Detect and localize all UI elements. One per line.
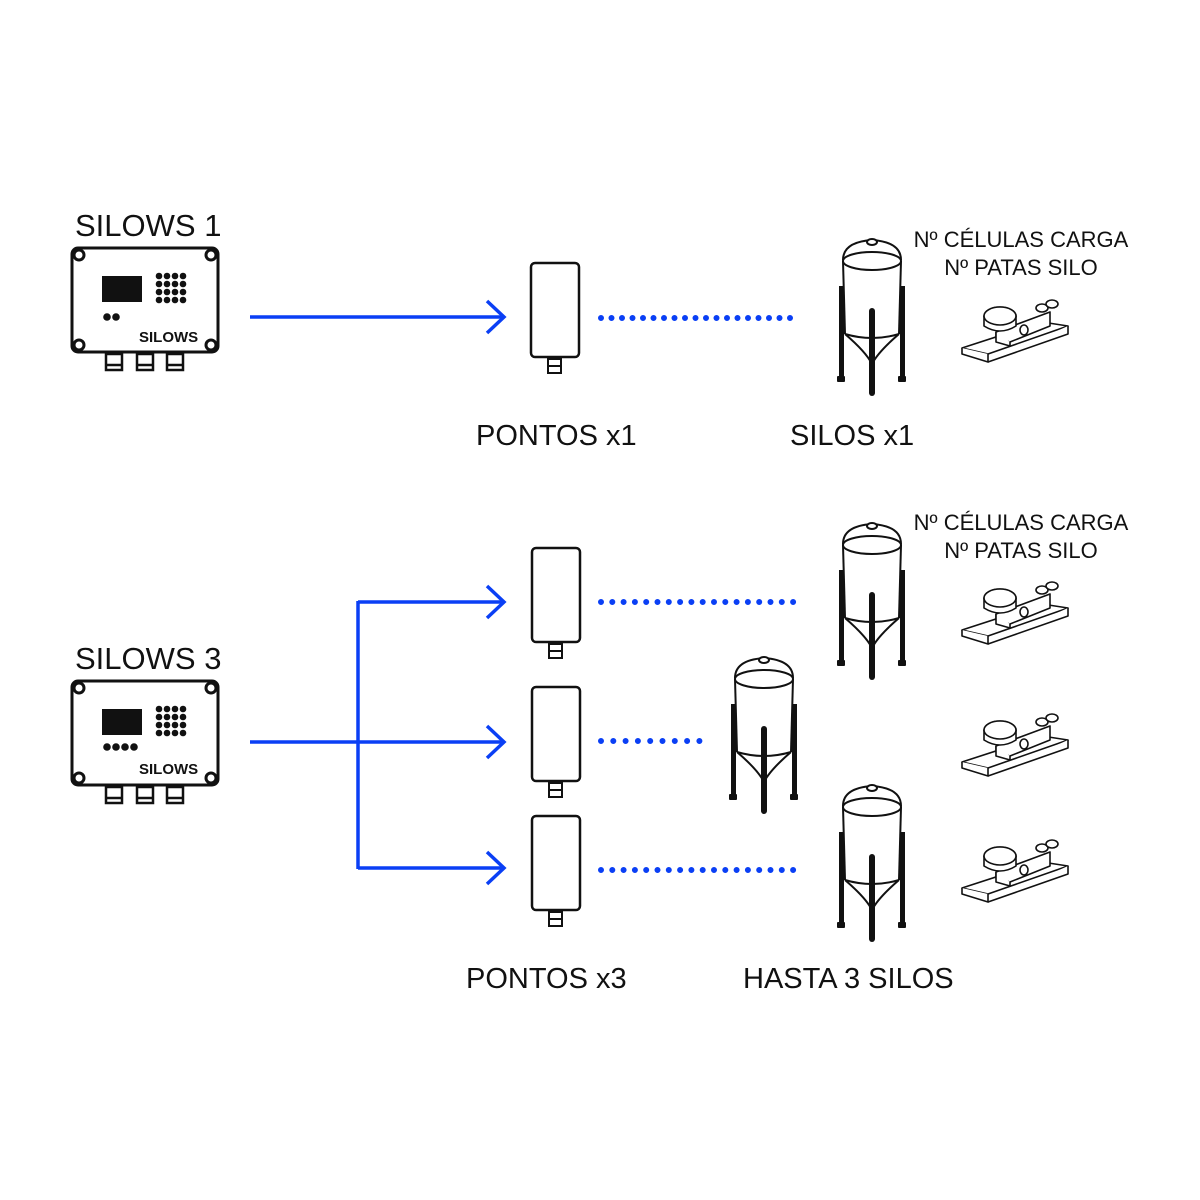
section-2 <box>70 522 1069 943</box>
led-icon <box>103 313 111 321</box>
section-1 <box>70 238 1069 397</box>
arrowhead-icon <box>485 850 507 886</box>
loadcell-note-line1: Nº CÉLULAS CARGA <box>913 510 1129 535</box>
led-icon <box>121 743 129 751</box>
pontos-caption-1: PONTOS x1 <box>476 420 637 452</box>
device-brand-label: SILOWS <box>139 761 199 778</box>
loadcell-note-line2: Nº PATAS SILO <box>944 255 1098 280</box>
arrowhead-icon <box>485 724 507 760</box>
loadcell-note-1: Nº CÉLULAS CARGA Nº PATAS SILO <box>905 226 1137 282</box>
loadcell-note-3: Nº CÉLULAS CARGA Nº PATAS SILO <box>905 509 1137 565</box>
device-brand-label: SILOWS <box>139 329 199 346</box>
arrowhead-icon <box>485 584 507 620</box>
device-title-3: SILOWS 3 <box>75 641 222 676</box>
device-title-1: SILOWS 1 <box>75 208 222 243</box>
silos-caption-3: HASTA 3 SILOS <box>743 963 954 995</box>
arrowhead-icon <box>485 299 507 335</box>
led-icon <box>130 743 138 751</box>
loadcell-note-line1: Nº CÉLULAS CARGA <box>913 227 1129 252</box>
loadcell-note-line2: Nº PATAS SILO <box>944 538 1098 563</box>
led-icon <box>112 743 120 751</box>
silos-caption-1: SILOS x1 <box>790 420 915 452</box>
led-icon <box>103 743 111 751</box>
pontos-caption-3: PONTOS x3 <box>466 963 627 995</box>
led-icon <box>112 313 120 321</box>
